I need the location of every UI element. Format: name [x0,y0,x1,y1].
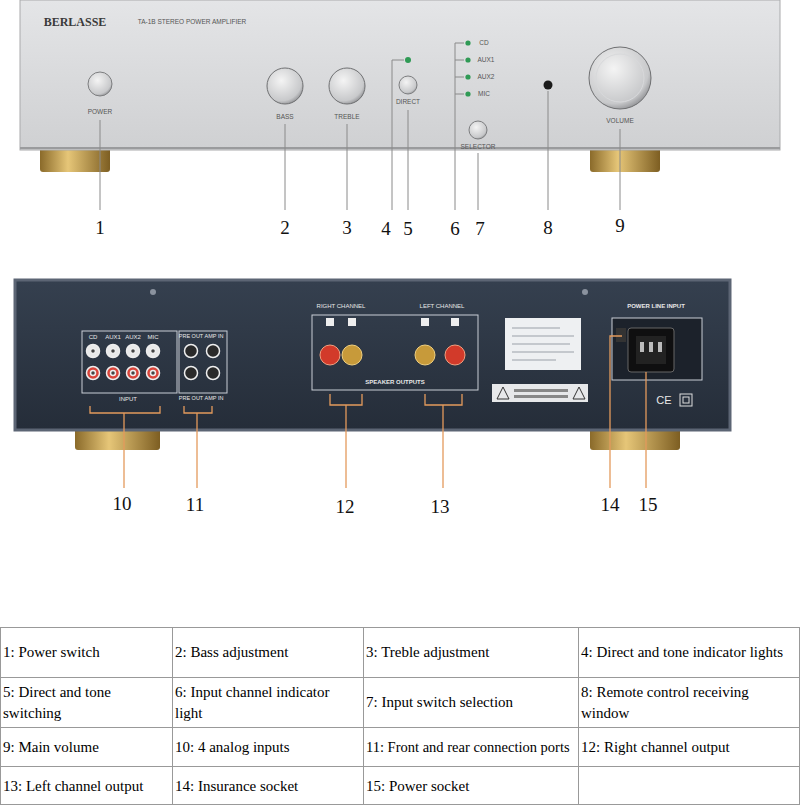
panel-label: AUX1 [478,57,495,64]
callout-number: 6 [450,219,460,238]
table-cell: 8: Remote control receiving window [579,678,799,727]
panel-label: AUX1 [105,334,121,340]
panel-label: SPEAKER OUTPUTS [365,379,424,385]
leader-lines [100,43,620,210]
table-cell: 7: Input switch selection [364,678,577,727]
panel-label: TREBLE [334,114,359,121]
panel-label: POWER [88,109,113,116]
panel-label: AUX2 [125,334,141,340]
panel-label: INPUT [119,396,137,402]
callout-number: 8 [543,218,553,237]
table-cell: 11: Front and rear connection ports [364,728,577,766]
table-cell: 1: Power switch [1,628,171,677]
table-cell: 15: Power socket [364,767,577,805]
panel-label: LEFT CHANNEL [420,303,465,309]
callout-number: 9 [615,216,625,235]
table-cell: 13: Left channel output [1,767,171,805]
callout-number: 3 [342,218,352,237]
callout-number: 10 [113,494,132,513]
panel-label: SELECTOR [461,144,496,151]
table-cell: 12: Right channel output [579,728,799,766]
callout-number: 2 [280,218,290,237]
table-cell: 9: Main volume [1,728,171,766]
callout-number: 1 [95,218,105,237]
panel-label: AUX2 [478,74,495,81]
panel-label: RIGHT CHANNEL [317,303,366,309]
front-panel-art [20,0,780,172]
callout-number: 15 [639,495,658,514]
panel-label: MIC [148,334,159,340]
callout-number: 5 [403,219,413,238]
callout-number: 7 [475,219,485,238]
panel-label: BERLASSE [44,16,107,28]
table-cell: 3: Treble adjustment [364,628,577,677]
panel-label: AMP IN [205,334,224,340]
panel-label: POWER LINE INPUT [627,303,685,309]
table-cell: 4: Direct and tone indicator lights [579,628,799,677]
rear-panel-art [15,280,730,450]
callout-number: 13 [431,497,450,516]
panel-label: DIRECT [396,99,420,106]
table-cell: 14: Insurance socket [173,767,362,805]
table-cell: 5: Direct and tone switching [1,678,171,727]
callout-number: 4 [381,219,391,238]
panel-label: MIC [478,91,490,98]
panel-label: AMP IN [205,396,224,402]
rear-panel: CDAUX1AUX2MICPRE OUTAMP ININPUTPRE OUTAM… [15,280,730,430]
front-panel: BERLASSE TA-1B STEREO POWER AMPLIFIER POWE… [20,0,780,150]
panel-label: BASS [276,114,293,121]
table-grid [0,627,800,805]
table-cell: 2: Bass adjustment [173,628,362,677]
table-cell: 6: Input channel indicator light [173,678,362,727]
panel-label: CD [479,40,488,47]
panel-label: PRE OUT [179,396,203,402]
panel-label: VOLUME [606,118,633,125]
panel-label: TA-1B STEREO POWER AMPLIFIER [138,19,247,26]
panel-label: PRE OUT [179,334,203,340]
panel-label: CE [656,395,671,406]
callout-number: 14 [601,495,620,514]
bracket-lines [90,336,646,488]
callout-number: 11 [186,495,204,514]
panel-label: CD [89,334,98,340]
callout-number: 12 [336,497,355,516]
table-cell: 10: 4 analog inputs [173,728,362,766]
